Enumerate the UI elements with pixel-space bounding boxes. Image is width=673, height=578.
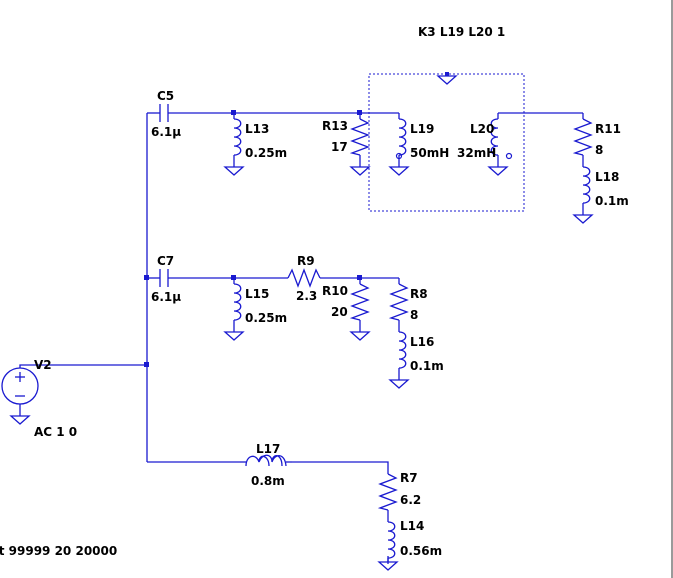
label-l16-value: 0.1m — [410, 359, 444, 373]
label-l17-value: 0.8m — [251, 474, 285, 488]
label-r10-value: 20 — [331, 305, 348, 319]
label-l18-value: 0.1m — [595, 194, 629, 208]
label-l19-name: L19 — [410, 122, 434, 136]
label-l20-name: L20 — [470, 122, 494, 136]
label-c7-name: C7 — [157, 254, 174, 268]
label-l13-name: L13 — [245, 122, 269, 136]
label-l15-name: L15 — [245, 287, 269, 301]
capacitor-c5[interactable] — [159, 104, 169, 122]
directive-k3: K3 L19 L20 1 — [418, 25, 505, 39]
label-v2-value: AC 1 0 — [34, 425, 77, 439]
transformer-k3[interactable] — [368, 72, 525, 212]
label-c7-value: 6.1µ — [151, 290, 181, 304]
inductor-l14[interactable] — [378, 515, 398, 571]
voltage-source-v2[interactable] — [1, 367, 39, 425]
resistor-r8[interactable] — [390, 277, 408, 327]
inductor-l16[interactable] — [389, 325, 409, 389]
label-r8-value: 8 — [410, 308, 418, 322]
label-l13-value: 0.25m — [245, 146, 287, 160]
label-l17-name: L17 — [256, 442, 280, 456]
label-r11-value: 8 — [595, 143, 603, 157]
capacitor-c7[interactable] — [159, 269, 169, 287]
label-r7-value: 6.2 — [400, 493, 421, 507]
directive-ac: ac oct 99999 20 20000 — [0, 544, 117, 558]
label-l14-value: 0.56m — [400, 544, 442, 558]
label-r9-value: 2.3 — [296, 289, 317, 303]
inductor-l15[interactable] — [224, 277, 244, 341]
resistor-r7[interactable] — [379, 467, 397, 517]
label-r13-value: 17 — [331, 140, 348, 154]
label-l19-value: 50mH — [410, 146, 449, 160]
inductor-l13[interactable] — [224, 112, 244, 176]
inductor-l19[interactable] — [389, 112, 409, 176]
inductor-l20[interactable] — [488, 113, 513, 176]
inductor-l18[interactable] — [573, 160, 593, 224]
junction-dots — [144, 110, 362, 367]
label-r13-name: R13 — [322, 119, 348, 133]
label-l18-name: L18 — [595, 170, 619, 184]
labels: K3 L19 L20 1 C5 6.1µ L13 0.25m R13 17 L1… — [0, 25, 629, 558]
label-r11-name: R11 — [595, 122, 621, 136]
label-l16-name: L16 — [410, 335, 434, 349]
resistor-r10[interactable] — [350, 277, 370, 341]
label-c5-value: 6.1µ — [151, 125, 181, 139]
label-r7-name: R7 — [400, 471, 418, 485]
resistor-r9[interactable] — [287, 268, 321, 288]
label-r10-name: R10 — [322, 284, 348, 298]
label-v2-name: V2 — [34, 358, 52, 372]
label-c5-name: C5 — [157, 89, 174, 103]
inductor-l17[interactable] — [240, 454, 292, 467]
label-l15-value: 0.25m — [245, 311, 287, 325]
label-l14-name: L14 — [400, 519, 424, 533]
label-r9-name: R9 — [297, 254, 315, 268]
resistor-r13[interactable] — [350, 112, 370, 176]
label-l20-value: 32mH — [457, 146, 496, 160]
wires — [19, 112, 583, 468]
label-r8-name: R8 — [410, 287, 428, 301]
resistor-r11[interactable] — [574, 112, 592, 162]
